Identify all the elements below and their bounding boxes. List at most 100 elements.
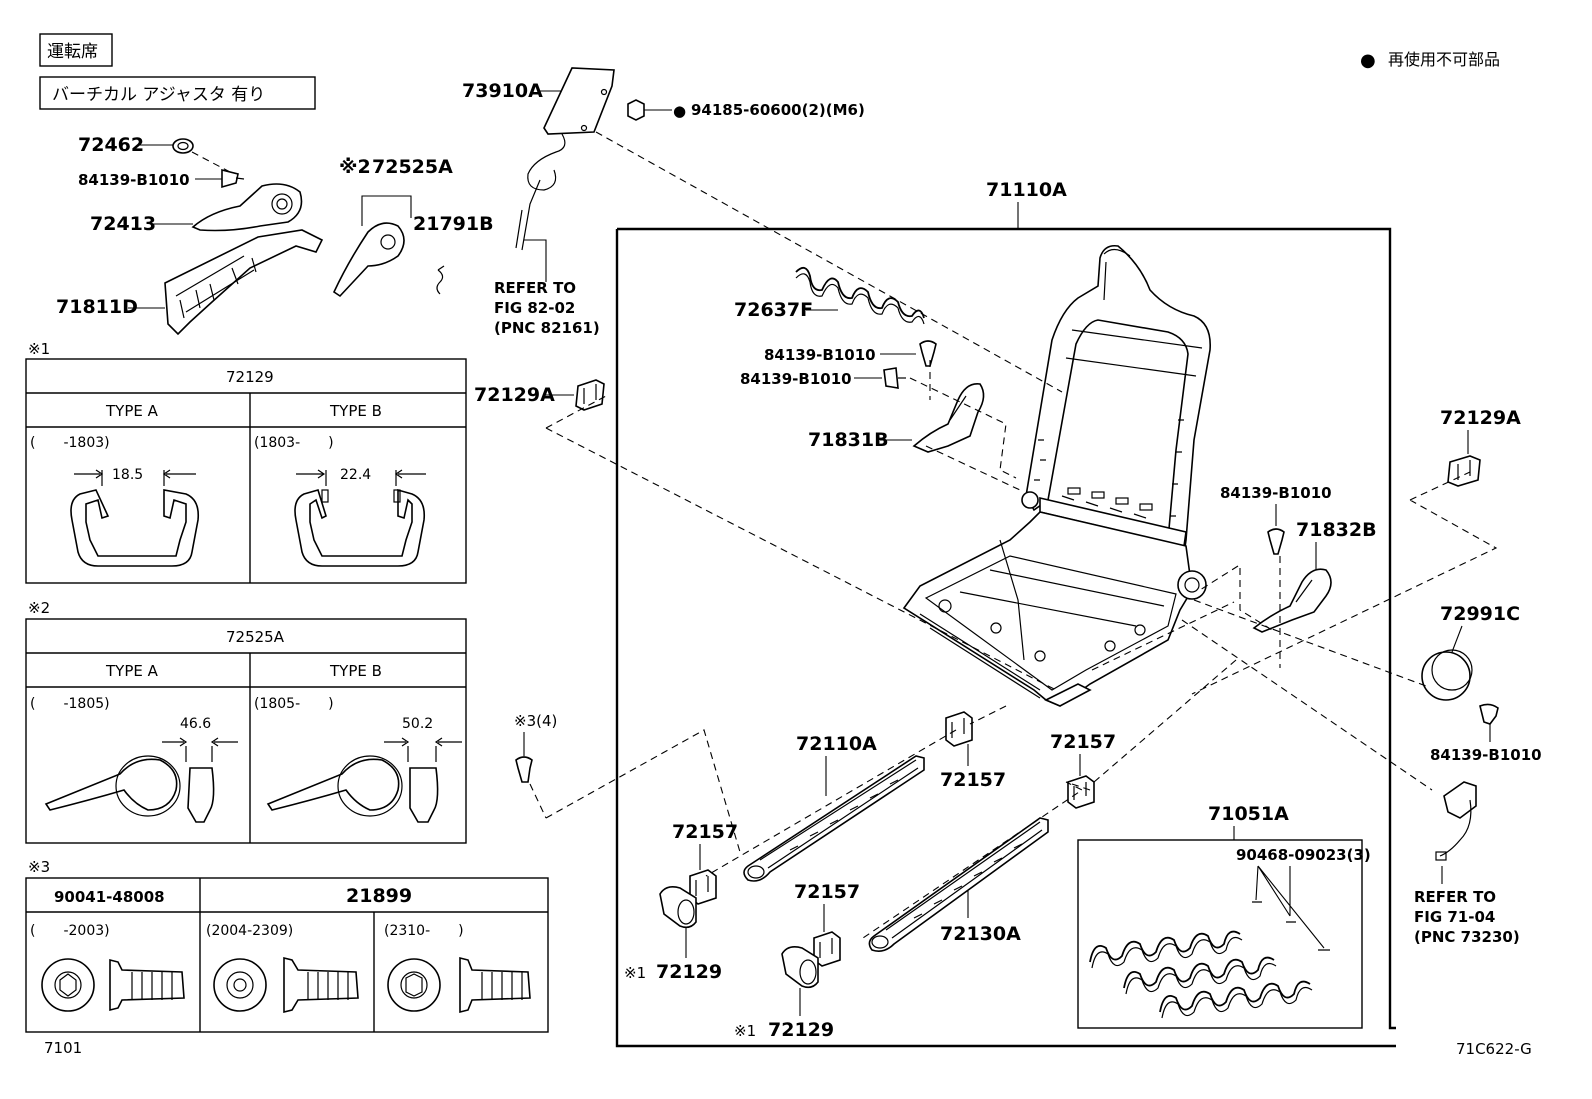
ref2-line1: REFER TO — [1414, 888, 1496, 906]
label-72637F: 72637F — [734, 299, 813, 321]
label-72129A-right: 72129A — [1440, 407, 1521, 429]
label-84139-c: 84139-B1010 — [740, 370, 852, 388]
footer-right: 71C622-G — [1456, 1040, 1532, 1058]
note-72525A: ※2 — [339, 156, 371, 178]
assembly-71110A: 71110A — [615, 179, 1396, 1048]
note-72129-b: ※1 — [734, 1022, 756, 1040]
part-72110A: 72110A — [743, 733, 925, 882]
table1-rangeA: ( -1803) — [30, 435, 110, 451]
reference-fig-71-04: REFER TO FIG 71-04 (PNC 73230) — [1414, 781, 1520, 946]
label-72157-d: 72157 — [794, 881, 860, 903]
table3-range1: ( -2003) — [30, 923, 110, 939]
footer-left: 7101 — [44, 1039, 82, 1057]
seat-position-box: 運転席 — [39, 33, 113, 67]
part-84139-b1010-top: 84139-B1010 — [78, 168, 245, 189]
part-84139-b1010-e: 84139-B1010 — [1430, 746, 1542, 764]
legend: ● 再使用不可部品 — [1360, 50, 1500, 71]
part-84139-b1010-d: 84139-B1010 — [1220, 484, 1332, 555]
assembly-lines — [529, 131, 1498, 941]
ref2-line3: (PNC 73230) — [1414, 928, 1520, 946]
table1-typeA: TYPE A — [105, 402, 159, 420]
label-84139-a: 84139-B1010 — [78, 171, 190, 189]
table1-dimB: 22.4 — [340, 467, 371, 483]
label-71832B: 71832B — [1296, 519, 1377, 541]
label-73910A: 73910A — [462, 80, 543, 102]
part-21791B: 21791B — [413, 213, 494, 295]
label-84139-d: 84139-B1010 — [1220, 484, 1332, 502]
reference-fig-82-02: REFER TO FIG 82-02 (PNC 82161) — [494, 239, 600, 337]
table3-note: ※3 — [28, 858, 50, 876]
part-72462: 72462 — [78, 134, 231, 173]
table2-rangeA: ( -1805) — [30, 696, 110, 712]
table1-typeB: TYPE B — [329, 402, 382, 420]
table1-rangeB: (1803- ) — [254, 435, 334, 451]
label-72413: 72413 — [90, 213, 156, 235]
table2-dimB: 50.2 — [402, 716, 433, 732]
table1-dimA: 18.5 — [112, 467, 143, 483]
part-72157-c: 72157 — [672, 821, 738, 905]
part-94185-60600: ● 94185-60600(2)(M6) — [627, 99, 865, 121]
label-90468: 90468-09023(3) — [1236, 846, 1371, 864]
note-72129-a: ※1 — [624, 964, 646, 982]
part-72129A-right: 72129A — [1440, 407, 1521, 487]
ref1-line3: (PNC 82161) — [494, 319, 600, 337]
label-21791B: 21791B — [413, 213, 494, 235]
label-84139-e: 84139-B1010 — [1430, 746, 1542, 764]
part-72129A-left: 72129A — [474, 379, 605, 411]
part-72413: 72413 — [90, 183, 303, 235]
label-72129-a: 72129 — [656, 961, 722, 983]
label-72157-c: 72157 — [672, 821, 738, 843]
table2-dimA: 46.6 — [180, 716, 211, 732]
part-72129-b: ※1 72129 — [734, 946, 834, 1041]
condition-box: バーチカル アジャスタ 有り — [39, 76, 316, 110]
table3-col1: 90041-48008 — [54, 888, 165, 906]
marker-94185: ● — [673, 102, 686, 120]
table3-col2: 21899 — [346, 885, 412, 907]
seat-frame — [902, 244, 1211, 707]
legend-marker: ● — [1360, 50, 1376, 71]
part-72991C: 72991C — [1421, 603, 1520, 742]
table2-note: ※2 — [28, 599, 50, 617]
part-84139-b1010-c: 84139-B1010 — [740, 367, 906, 389]
label-71051A: 71051A — [1208, 803, 1289, 825]
label-94185: 94185-60600(2)(M6) — [691, 101, 865, 119]
ref1-line2: FIG 82-02 — [494, 299, 575, 317]
part-72637F: 72637F — [734, 266, 925, 325]
part-72525A: ※2 72525A — [332, 156, 453, 298]
table2-rangeB: (1805- ) — [254, 696, 334, 712]
table1-title: 72129 — [226, 368, 274, 386]
label-72157-b: 72157 — [1050, 731, 1116, 753]
label-72525A: 72525A — [372, 156, 453, 178]
label-72129A-left: 72129A — [474, 384, 555, 406]
table3-range3: (2310- ) — [384, 923, 464, 939]
ref2-line2: FIG 71-04 — [1414, 908, 1495, 926]
label-84139-b: 84139-B1010 — [764, 346, 876, 364]
part-84139-b1010-b: 84139-B1010 — [764, 340, 937, 367]
ref1-line1: REFER TO — [494, 279, 576, 297]
table2-title: 72525A — [226, 628, 285, 646]
table3-range2: (2004-2309) — [206, 923, 293, 939]
label-72110A: 72110A — [796, 733, 877, 755]
legend-text: 再使用不可部品 — [1388, 50, 1500, 69]
label-71811D: 71811D — [56, 296, 138, 318]
part-73910A: 73910A — [462, 67, 615, 251]
seat-position-label: 運転席 — [47, 42, 98, 62]
part-71832B: 71832B — [1252, 519, 1377, 633]
label-72991C: 72991C — [1440, 603, 1520, 625]
label-72130A: 72130A — [940, 923, 1021, 945]
table-bolts: ※3 90041-48008 21899 ( -2003) (2004-2309… — [25, 858, 549, 1033]
part-72130A: 72130A — [868, 817, 1049, 952]
table-72129: ※1 72129 TYPE A TYPE B ( -1803) (1803- )… — [25, 340, 467, 584]
part-clip-note3: ※3(4) — [514, 712, 557, 783]
part-72157-b: 72157 — [1050, 731, 1116, 809]
table2-typeB: TYPE B — [329, 662, 382, 680]
part-71831B: 71831B — [808, 383, 985, 453]
part-72129-a: ※1 72129 — [624, 886, 722, 983]
table1-note: ※1 — [28, 340, 50, 358]
label-71110A: 71110A — [986, 179, 1067, 201]
label-72462: 72462 — [78, 134, 144, 156]
label-71831B: 71831B — [808, 429, 889, 451]
table-72525A: ※2 72525A TYPE A TYPE B ( -1805) (1805- … — [25, 599, 467, 844]
table2-typeA: TYPE A — [105, 662, 159, 680]
assembly-71051A: 71051A 90468-09023(3) — [1077, 803, 1371, 1029]
